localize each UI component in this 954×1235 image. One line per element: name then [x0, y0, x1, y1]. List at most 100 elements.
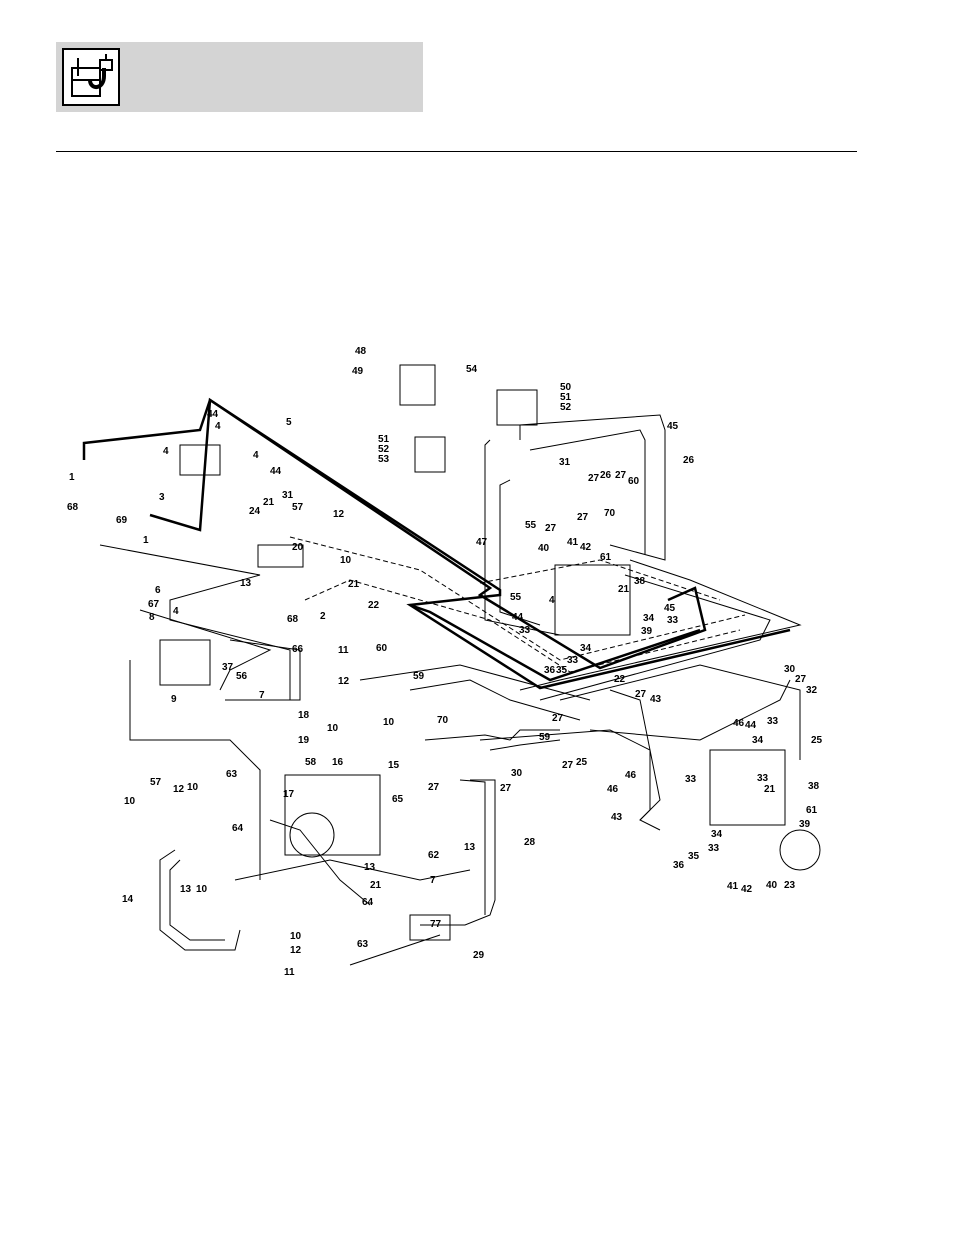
c-32: 32 — [806, 685, 818, 696]
c-59b: 59 — [539, 732, 551, 743]
motor-39-lower — [709, 749, 786, 826]
block-51-52-53 — [414, 436, 446, 473]
c-42a: 42 — [580, 542, 592, 553]
c-10d: 10 — [187, 782, 199, 793]
c-27a: 27 — [428, 782, 440, 793]
c-40a: 40 — [538, 543, 550, 554]
c-64b: 64 — [362, 897, 374, 908]
c-36b: 36 — [673, 860, 685, 871]
c-10b: 10 — [327, 723, 339, 734]
c-21b: 21 — [348, 579, 360, 590]
tube-14 — [159, 849, 241, 951]
c-41b: 41 — [727, 881, 739, 892]
c-34c: 34 — [752, 735, 764, 746]
c-39a: 39 — [641, 626, 653, 637]
c-15: 15 — [388, 760, 400, 771]
c-27f: 27 — [577, 512, 589, 523]
header-divider — [56, 151, 857, 152]
c-30a: 30 — [511, 768, 523, 779]
c-60a: 60 — [376, 643, 388, 654]
c-4e: 4 — [549, 595, 555, 606]
c-1a: 1 — [69, 472, 75, 483]
c-63a: 63 — [226, 769, 238, 780]
c-21e: 21 — [764, 784, 776, 795]
c-17: 17 — [283, 789, 295, 800]
tube-43 — [559, 664, 801, 760]
c-56: 56 — [236, 671, 248, 682]
seal-23 — [779, 829, 821, 871]
c-61b: 61 — [806, 805, 818, 816]
c-33g: 33 — [708, 843, 720, 854]
dashed-line-c — [479, 559, 721, 601]
c-40b: 40 — [766, 880, 778, 891]
c-25a: 25 — [576, 757, 588, 768]
c-34a: 34 — [643, 613, 655, 624]
c-44d: 44 — [745, 720, 757, 731]
tube-60 — [359, 664, 591, 701]
c-30b: 30 — [784, 664, 796, 675]
c-45b: 45 — [664, 603, 676, 614]
c-10e: 10 — [124, 796, 136, 807]
c-67: 67 — [148, 599, 160, 610]
c-7b: 7 — [430, 875, 436, 886]
c-5: 5 — [286, 417, 292, 428]
c-33a: 33 — [667, 615, 679, 626]
c-59a: 59 — [413, 671, 425, 682]
c-39b: 39 — [799, 819, 811, 830]
tube-66 — [229, 639, 301, 701]
tube-59 — [409, 679, 581, 721]
c-31b: 31 — [559, 457, 571, 468]
c-77: 77 — [430, 919, 442, 930]
c-37: 37 — [222, 662, 234, 673]
manifold-9 — [159, 639, 211, 686]
tube-right-a — [519, 559, 802, 691]
tube-left-a — [129, 660, 261, 880]
c-21d: 21 — [618, 584, 630, 595]
c-20: 20 — [292, 542, 304, 553]
c-6: 6 — [155, 585, 161, 596]
c-44c: 44 — [512, 612, 524, 623]
tube-lower-a — [479, 729, 651, 821]
tube-14b — [169, 859, 225, 941]
c-13d: 13 — [464, 842, 476, 853]
c-12a: 12 — [333, 509, 345, 520]
c-4b: 4 — [163, 446, 169, 457]
c-33b: 33 — [519, 625, 531, 636]
c-4d: 4 — [173, 606, 179, 617]
c-43b: 43 — [611, 812, 623, 823]
c-12c: 12 — [173, 784, 185, 795]
c-35a: 35 — [556, 665, 568, 676]
heavy-line-b — [149, 397, 707, 670]
c-2: 2 — [320, 611, 326, 622]
c-3: 3 — [159, 492, 165, 503]
c-35b: 35 — [688, 851, 700, 862]
c-27e: 27 — [545, 523, 557, 534]
c-47: 47 — [476, 537, 488, 548]
c-49: 49 — [352, 366, 364, 377]
c-65: 65 — [392, 794, 404, 805]
c-61a: 61 — [600, 552, 612, 563]
c-55b: 55 — [510, 592, 522, 603]
c-26b: 26 — [600, 470, 612, 481]
c-46b: 46 — [733, 718, 745, 729]
c-45a: 45 — [667, 421, 679, 432]
c-10g: 10 — [290, 931, 302, 942]
c-70b: 70 — [604, 508, 616, 519]
c-22b: 22 — [614, 674, 626, 685]
c-36a: 36 — [544, 665, 556, 676]
c-69: 69 — [116, 515, 128, 526]
arrow-lower-left — [349, 934, 441, 966]
tube-left-b — [99, 544, 291, 701]
c-21a: 21 — [263, 497, 275, 508]
c-13b: 13 — [364, 862, 376, 873]
c-7a: 7 — [259, 690, 265, 701]
tube-26 — [529, 429, 646, 555]
c-11a: 11 — [338, 645, 349, 656]
dashed-line-a — [289, 536, 746, 661]
c-33f: 33 — [685, 774, 697, 785]
c-28: 28 — [524, 837, 536, 848]
c-46a: 46 — [625, 770, 637, 781]
tube-left-c — [139, 609, 272, 691]
tube-lower-b — [489, 739, 561, 751]
c-60b: 60 — [628, 476, 640, 487]
